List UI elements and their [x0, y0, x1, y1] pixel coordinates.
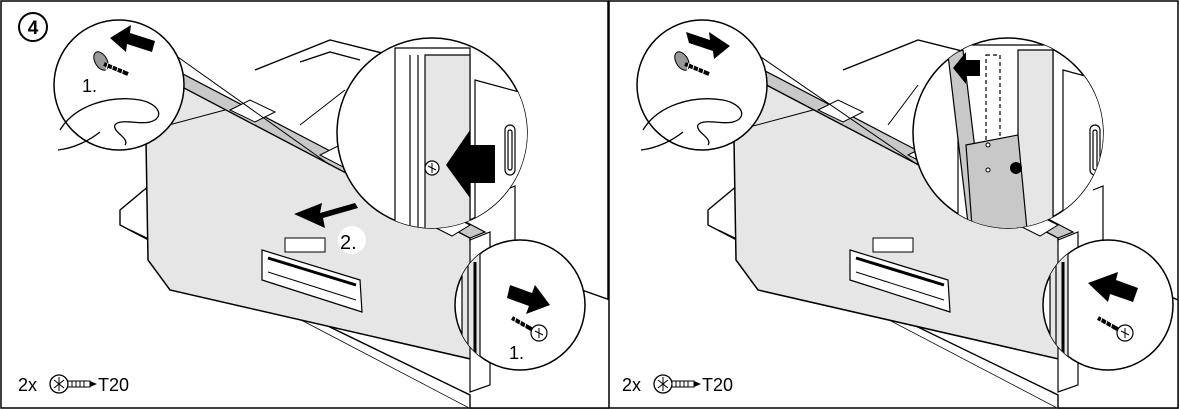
torx-screw-icon [653, 374, 701, 394]
step-number: 4 [28, 18, 39, 39]
step1-label-top: 1. [82, 76, 97, 96]
arrow-left-icon [953, 52, 980, 84]
magnifier-bottom-right [1042, 239, 1174, 371]
torx-screw-icon [49, 374, 97, 394]
arrow-pull-out: 2. [294, 203, 366, 254]
magnifier-detail [887, 37, 1104, 229]
step-badge: 4 [18, 12, 48, 42]
arrow-left-icon [110, 25, 155, 52]
screw-legend: 2x T20 [622, 374, 733, 395]
screw-icon [1097, 316, 1134, 342]
screw-type: T20 [98, 375, 129, 395]
screw-icon [511, 316, 548, 342]
step1-label-bottom: 1. [509, 343, 524, 363]
screw-count: 2x [18, 375, 37, 395]
screw-icon [674, 51, 710, 77]
handle-slot [261, 249, 363, 313]
arrow-right-icon [507, 285, 550, 314]
arrow-left-icon [1088, 272, 1138, 302]
handle-slot [849, 249, 951, 313]
magnifier-bottom-right: 1. [454, 239, 586, 371]
panel-right: 2x T20 [608, 0, 1179, 409]
screw-icon [93, 51, 129, 77]
magnifier-top-left [636, 19, 919, 166]
magnifier-detail [299, 37, 528, 229]
step2-label: 2. [340, 232, 357, 254]
arrow-push-icon [446, 130, 495, 198]
screw-type: T20 [702, 375, 733, 395]
clip-hole-icon [1010, 162, 1022, 174]
arrow-right-icon [686, 32, 730, 59]
screw-count: 2x [622, 375, 641, 395]
panel-left: 4 2. [0, 0, 609, 409]
magnifier-top-left: 1. [53, 19, 331, 166]
screw-legend: 2x T20 [18, 374, 129, 395]
